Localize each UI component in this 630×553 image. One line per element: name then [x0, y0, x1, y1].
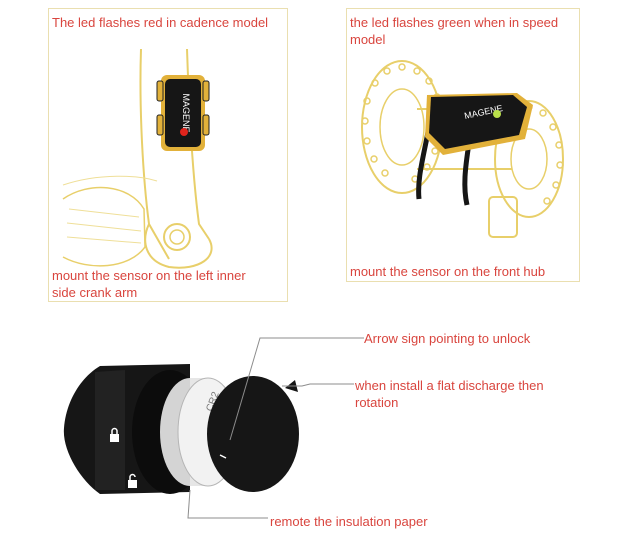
flat-discharge-callout: when install a flat discharge then rotat… — [355, 378, 544, 410]
unlock-icon — [128, 473, 137, 488]
arrow-icon — [219, 454, 227, 459]
speed-mount-caption: mount the sensor on the front hub — [350, 264, 546, 279]
sensor-speed: MAGENE — [425, 93, 533, 155]
sensor-cadence: MAGENE — [156, 75, 210, 151]
insulation-paper-callout: remote the insulation paper — [270, 514, 428, 529]
cadence-mode-panel: MAGENE The led flashes red in cadence mo… — [48, 8, 288, 302]
speed-mode-panel: MAGENE the led flashes green when in spe… — [346, 8, 580, 282]
red-led-icon — [180, 128, 188, 136]
cadence-led-caption: The led flashes red in cadence model — [52, 15, 269, 30]
sensor-brand-label: MAGENE — [181, 93, 191, 132]
front-hub-illustration: MAGENE — [361, 60, 564, 238]
green-led-icon — [493, 110, 501, 118]
arrow-sign-callout: Arrow sign pointing to unlock — [364, 331, 531, 346]
cadence-mount-caption: mount the sensor on the left inner side … — [52, 268, 246, 300]
battery-cover — [207, 376, 299, 492]
crank-arm-illustration: MAGENE — [62, 48, 213, 269]
lock-icon — [110, 427, 119, 442]
speed-led-caption: the led flashes green when in speed mode… — [350, 15, 559, 47]
battery-install-illustration: CR2 — [63, 337, 364, 519]
